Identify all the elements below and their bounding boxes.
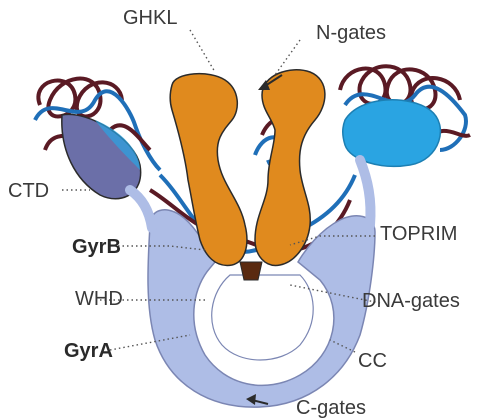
ctd-right-linker [360,160,371,225]
gyra-inner-shade [212,275,313,360]
label-n-gates: N-gates [316,22,386,44]
label-ghkl: GHKL [123,7,177,29]
label-ctd: CTD [8,180,49,202]
gyrb-right-subunit [255,70,325,266]
label-cc: CC [358,350,387,372]
label-dna-gates: DNA-gates [362,290,460,312]
ctd-left-linker [130,190,152,228]
label-gyrb: GyrB [72,236,121,258]
label-gyra: GyrA [64,340,113,362]
label-c-gates: C-gates [296,397,366,419]
label-whd: WHD [75,288,123,310]
label-toprim: TOPRIM [380,223,457,245]
dna-gate-core [240,262,262,280]
